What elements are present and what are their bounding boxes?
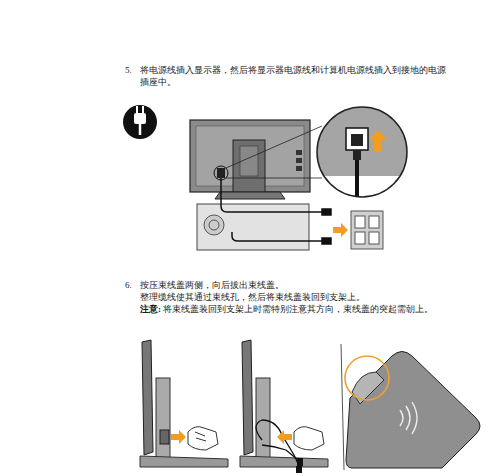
- note-text: 将束线盖装回到支架上时需特别注意其方向，束线盖的突起需朝上。: [163, 303, 496, 315]
- drawing-part: [369, 130, 387, 152]
- drawing-part: [316, 106, 408, 198]
- wall-outlet: [351, 211, 383, 249]
- drawing-part: [341, 344, 344, 470]
- power-icon: [123, 105, 157, 139]
- drawing-part: [136, 106, 138, 113]
- drawing-part: [215, 192, 285, 199]
- drawing-part: [277, 430, 292, 444]
- drawing-part: [296, 158, 302, 163]
- drawing-part: [140, 456, 228, 467]
- drawing-part: [316, 106, 408, 176]
- drawing-part: [351, 134, 363, 146]
- drawing-part: [346, 128, 368, 150]
- drawing-part: [353, 150, 361, 160]
- drawing-part: [351, 211, 383, 249]
- drawing-part: [369, 216, 379, 228]
- monitor-side-2: [240, 340, 328, 473]
- drawing-part: [256, 420, 300, 468]
- drawing-part: [214, 166, 228, 180]
- drawing-part: [190, 120, 310, 192]
- drawing-part: [226, 126, 322, 168]
- drawing-part: [142, 106, 144, 113]
- drawing-part: [209, 220, 219, 230]
- drawing-part: [240, 456, 328, 467]
- drawing-part: [123, 105, 157, 139]
- insert-arrow: [333, 223, 348, 237]
- note-heading: 注意:: [140, 303, 161, 315]
- drawing-part: [134, 113, 146, 124]
- drawing-part: [217, 168, 225, 178]
- drawing-part: [139, 124, 142, 135]
- drawing-part: [195, 432, 206, 441]
- drawing-part: [317, 107, 407, 197]
- instruction-text: 按压束线盖两侧，向后拔出束线盖。: [140, 279, 460, 291]
- drawing-part: [242, 340, 253, 455]
- zoom-callout: [226, 106, 408, 200]
- drawing-part: [400, 402, 417, 434]
- monitor-back: [190, 120, 310, 199]
- drawing-part: [316, 106, 408, 200]
- drawing-part: [204, 215, 224, 235]
- drawing-part: [297, 458, 303, 466]
- drawing-part: [233, 140, 265, 192]
- instruction-text: 将电源线插入显示器，然后将显示器电源线和计算机电源线插入到接地的电源插座中。: [140, 64, 454, 88]
- drawing-part: [296, 166, 302, 171]
- drawing-part: [197, 204, 309, 250]
- drawing-part: [345, 356, 389, 400]
- drawing-part: [369, 232, 379, 244]
- drawing-part: [294, 427, 324, 450]
- drawing-part: [171, 430, 186, 444]
- step-number: 6.: [125, 279, 132, 291]
- drawing-part: [296, 466, 302, 473]
- drawing-part: [160, 430, 169, 444]
- drawing-part: [232, 232, 322, 241]
- computer: [197, 204, 309, 250]
- drawing-part: [221, 178, 322, 212]
- drawing-part: [262, 445, 298, 460]
- drawing-part: [156, 378, 170, 458]
- drawing-part: [226, 178, 322, 179]
- drawing-part: [188, 427, 218, 450]
- drawing-part: [296, 150, 302, 155]
- power-cables: [221, 178, 331, 244]
- drawing-part: [322, 209, 331, 215]
- monitor-side-1: [140, 340, 228, 467]
- cable-cover-detail: [341, 344, 480, 470]
- step-number: 5.: [125, 64, 132, 76]
- drawing-part: [355, 216, 365, 228]
- drawing-part: [142, 340, 153, 455]
- drawing-part: [355, 160, 359, 200]
- drawing-part: [322, 238, 331, 244]
- drawing-part: [355, 232, 365, 244]
- instruction-text: 整理缆线使其通过束线孔，然后将束线盖装回到支架上。: [140, 291, 460, 303]
- drawing-part: [346, 352, 480, 469]
